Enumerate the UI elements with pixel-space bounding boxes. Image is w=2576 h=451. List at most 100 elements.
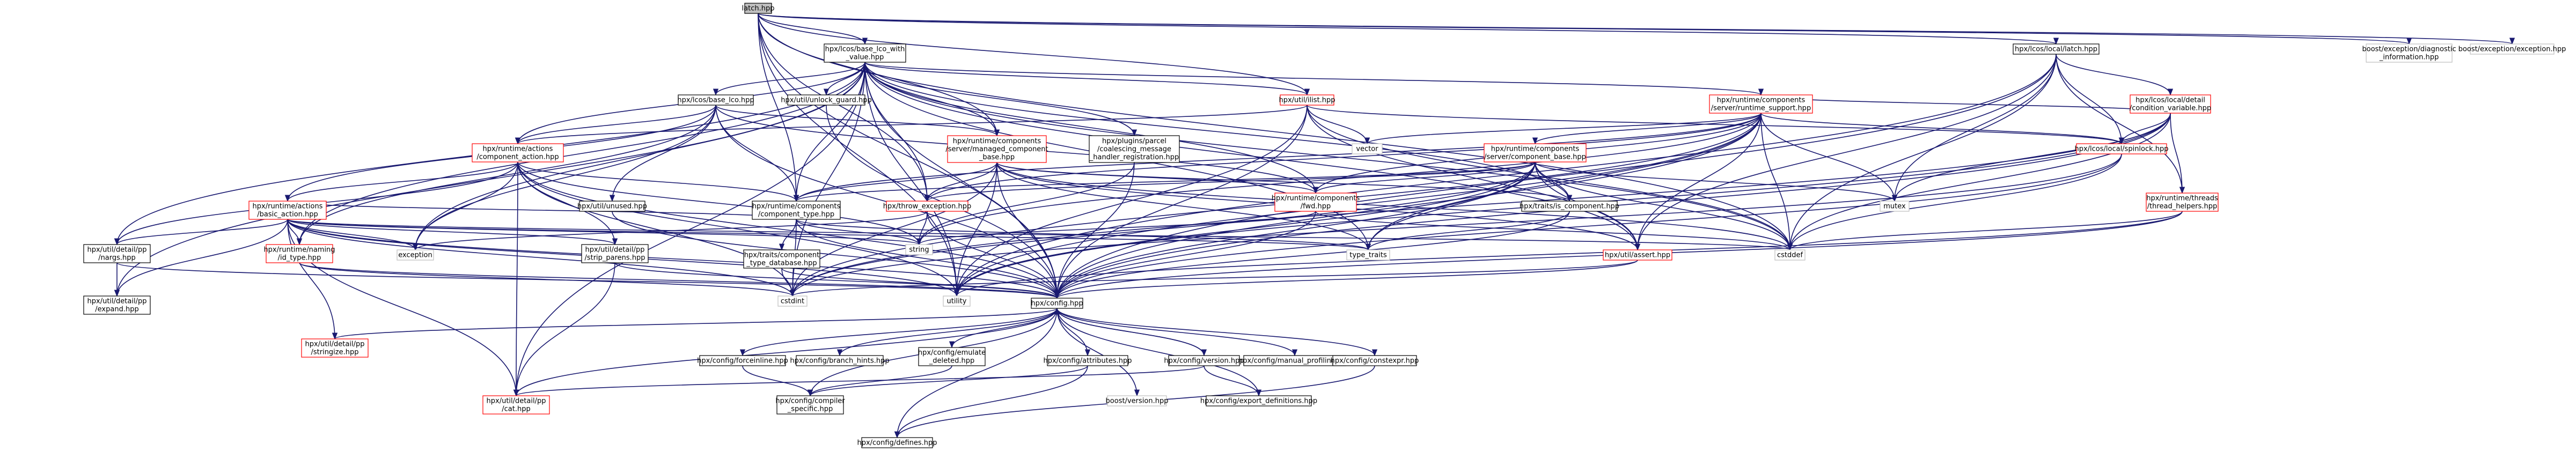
node-latch[interactable]: latch.hpp: [742, 3, 775, 14]
node-component_type_database[interactable]: hpx/traits/component_type_database.hpp: [743, 249, 820, 269]
node-base_lco[interactable]: hpx/lcos/base_lco.hpp: [677, 94, 754, 106]
edge-component_type-to-type_traits: [796, 219, 1371, 251]
node-forceinline[interactable]: hpx/config/forceinline.hpp: [697, 355, 788, 366]
node-box: [886, 201, 968, 212]
edge-component_action-to-utility: [517, 161, 960, 297]
node-unlock_guard[interactable]: hpx/util/unlock_guard.hpp: [781, 94, 872, 106]
node-attributes[interactable]: hpx/config/attributes.hpp: [1043, 355, 1132, 366]
node-label: hpx/config/emulate: [918, 349, 986, 357]
node-basic_action[interactable]: hpx/runtime/actions/basic_action.hpp: [248, 201, 327, 220]
node-label: hpx/util/detail/pp: [87, 246, 147, 254]
node-label: hpx/config.hpp: [1031, 300, 1083, 308]
node-spinlock[interactable]: hpx/lcos/local/spinlock.hpp: [2074, 143, 2169, 154]
edge-basic_action-to-component_type: [287, 201, 799, 220]
node-assert[interactable]: hpx/util/assert.hpp: [1603, 249, 1672, 261]
node-is_component[interactable]: hpx/traits/is_component.hpp: [1520, 201, 1619, 212]
node-boost_version[interactable]: boost/version.hpp: [1106, 395, 1169, 406]
edge-strip_parens-to-cat: [513, 262, 615, 397]
node-unused[interactable]: hpx/util/unused.hpp: [577, 201, 647, 212]
edge-local_latch-to-thread_helpers: [2056, 54, 2185, 194]
edge-forceinline-to-compiler_specific: [742, 365, 813, 397]
edge-base_lco_with_value-to-component_type: [793, 62, 865, 202]
edge-base_lco-to-managed_component_base: [715, 105, 1000, 137]
edge-ilist-to-utility: [953, 105, 1308, 297]
node-cstdint[interactable]: cstdint: [777, 295, 808, 307]
edge-runtime_support-to-config: [1054, 113, 1762, 299]
node-defines[interactable]: hpx/config/defines.hpp: [857, 437, 937, 448]
edge-config-to-defines: [894, 308, 1058, 439]
node-id_type[interactable]: hpx/runtime/naming/id_type.hpp: [263, 244, 335, 263]
node-compiler_specific[interactable]: hpx/config/compiler_specific.hpp: [775, 395, 845, 415]
node-thread_helpers[interactable]: hpx/runtime/threads/thread_helpers.hpp: [2146, 193, 2219, 212]
node-cat[interactable]: hpx/util/detail/pp/cat.hpp: [482, 395, 550, 415]
node-utility[interactable]: utility: [943, 295, 971, 307]
node-component_action[interactable]: hpx/runtime/actions/component_action.hpp: [472, 143, 564, 162]
node-cstddef[interactable]: cstddef: [1774, 249, 1806, 261]
node-emulate_deleted[interactable]: hpx/config/emulate_deleted.hpp: [918, 347, 986, 366]
node-pp_nargs[interactable]: hpx/util/detail/pp/nargs.hpp: [83, 244, 151, 263]
node-label: _handler_registration.hpp: [1089, 153, 1179, 161]
node-version[interactable]: hpx/config/version.hpp: [1164, 355, 1244, 366]
node-condition_variable[interactable]: hpx/lcos/local/detail/condition_variable…: [2130, 94, 2211, 114]
node-type_traits[interactable]: type_traits: [1346, 249, 1390, 261]
node-pp_expand[interactable]: hpx/util/detail/pp/expand.hpp: [83, 295, 151, 315]
node-label: hpx/util/detail/pp: [585, 246, 645, 254]
edge-component_base-to-fwd: [1313, 161, 1536, 194]
node-constexpr[interactable]: hpx/config/constexpr.hpp: [1331, 355, 1419, 366]
edge-latch-to-ilist: [758, 13, 1310, 96]
node-exception[interactable]: exception: [397, 249, 434, 261]
node-component_base[interactable]: hpx/runtime/components/server/component_…: [1484, 143, 1587, 162]
node-runtime_support[interactable]: hpx/runtime/components/server/runtime_su…: [1709, 94, 1813, 114]
node-box: [1206, 395, 1312, 406]
node-label: hpx/config/compiler: [775, 397, 845, 405]
node-base_lco_with_value[interactable]: hpx/lcos/base_lco_with_value.hpp: [824, 43, 906, 63]
node-stringize[interactable]: hpx/util/detail/pp/stringize.hpp: [301, 338, 369, 358]
edge-config-to-stringize: [332, 308, 1058, 340]
node-mutex[interactable]: mutex: [1880, 201, 1910, 212]
node-local_latch[interactable]: hpx/lcos/local/latch.hpp: [2013, 43, 2100, 55]
node-boost_diag[interactable]: boost/exception/diagnostic_information.h…: [2362, 43, 2456, 63]
edge-spinlock-to-cstddef: [1787, 153, 2122, 251]
node-box: [1774, 249, 1806, 261]
node-branch_hints[interactable]: hpx/config/branch_hints.hpp: [790, 355, 890, 366]
node-fwd[interactable]: hpx/runtime/components/fwd.hpp: [1272, 193, 1360, 212]
node-box: [743, 249, 820, 269]
node-label: /component_type.hpp: [758, 211, 834, 219]
edge-local_latch-to-mutex: [1891, 54, 2057, 202]
node-box: [1168, 355, 1240, 366]
edge-ilist-to-config: [1054, 105, 1308, 299]
edge-latch-to-boost_exc: [758, 13, 2514, 45]
node-strip_parens[interactable]: hpx/util/detail/pp/strip_parens.hpp: [581, 244, 649, 263]
node-label: _base.hpp: [979, 153, 1015, 161]
node-coalescing[interactable]: hpx/plugins/parcel/coalescing_message_ha…: [1089, 135, 1180, 163]
node-throw_exception[interactable]: hpx/throw_exception.hpp: [883, 201, 971, 212]
node-label: _deleted.hpp: [929, 357, 975, 365]
node-config[interactable]: hpx/config.hpp: [1031, 298, 1083, 309]
node-box: [2130, 94, 2211, 114]
node-vector[interactable]: vector: [1352, 143, 1383, 154]
edge-assert-to-config: [1054, 260, 1638, 299]
edge-basic_action-to-stringize: [287, 219, 338, 340]
node-box: [1332, 355, 1417, 366]
node-label: _value.hpp: [846, 54, 884, 62]
edges-layer: [114, 13, 2514, 439]
edge-ilist-to-assert: [1307, 105, 1641, 251]
node-component_type[interactable]: hpx/runtime/components/component_type.hp…: [752, 201, 841, 220]
node-label: boost/version.hpp: [1106, 397, 1169, 405]
edge-base_lco_with_value-to-ilist: [864, 62, 1310, 96]
edge-version-to-cat: [513, 365, 1205, 397]
node-ilist[interactable]: hpx/util/ilist.hpp: [1279, 94, 1335, 106]
edge-basic_action-to-cstdint: [287, 219, 795, 297]
node-label: hpx/util/detail/pp: [305, 341, 365, 349]
node-label: hpx/lcos/local/latch.hpp: [2015, 46, 2097, 54]
node-box: [699, 355, 786, 366]
node-label: /stringize.hpp: [311, 349, 358, 357]
node-label: exception: [398, 252, 432, 260]
node-managed_component_base[interactable]: hpx/runtime/components/server/managed_co…: [945, 135, 1048, 163]
node-export_definitions[interactable]: hpx/config/export_definitions.hpp: [1200, 395, 1317, 406]
edge-spinlock-to-config: [1054, 153, 2122, 299]
node-boost_exc[interactable]: boost/exception/exception.hpp: [2458, 43, 2566, 55]
edge-throw_exception-to-exception: [413, 211, 928, 251]
node-box: [83, 244, 151, 263]
node-string[interactable]: string: [905, 244, 933, 255]
